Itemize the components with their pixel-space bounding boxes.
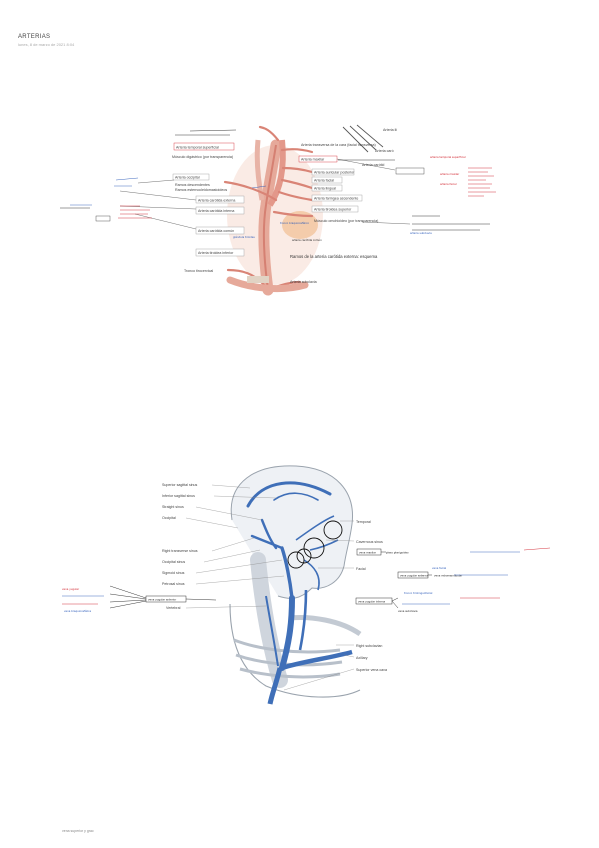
label-descending: Ramos descendentes — [175, 183, 210, 187]
label-straight-sinus: Straight sinus — [162, 505, 184, 509]
hand-note-thyrolinguofacial: tronco tirolinguofacial — [404, 591, 433, 595]
note-internal-jugular: vena yugular interna — [358, 600, 386, 604]
label-lingual: Arteria lingual — [314, 187, 336, 191]
clavicle — [289, 615, 362, 637]
right-vein-leaders — [283, 520, 355, 691]
label-axillary: Axillary — [356, 656, 368, 660]
vein-labels-right: Temporal Cavernous sinus Facial Right su… — [356, 520, 387, 672]
label-facial: Facial — [356, 567, 366, 571]
label-superior-vena-cava: Superior vena cava — [356, 668, 387, 672]
hand-note-subclavian: arteria subclavia — [410, 231, 432, 235]
hand-drawn-circles — [287, 520, 343, 569]
note-external-jugular: vena yugular externa — [400, 574, 428, 578]
label-temporal-superficial: Arteria temporal superficial — [176, 146, 219, 150]
label-occipital: Arteria occipital — [175, 176, 200, 180]
page-header: ARTERIAS lunes, 8 de marzo de 2021 8:04 — [18, 34, 74, 47]
vein-labels-left: Superior sagittal sinus Inferior sagitta… — [162, 483, 198, 610]
caption-line: Ramos de la arteria carótida externa: es… — [290, 254, 378, 259]
dural-sinuses — [246, 481, 332, 600]
label-inf-sagittal: Inferior sagittal sinus — [162, 494, 195, 498]
carotid-shading — [262, 144, 277, 291]
label-temporal: Temporal — [356, 520, 371, 524]
vertebral-vein — [265, 595, 279, 667]
hand-note-brachiocephalic: tronco braquiocefálico — [280, 221, 309, 225]
label-thyrocervical: Tronco tirocervical — [184, 269, 213, 273]
hand-note-retromandibular: vena retromandibular — [434, 574, 463, 578]
label-digastric: Músculo digástrico (por transparencia) — [172, 155, 233, 159]
hand-note-facial: arteria facial — [440, 182, 457, 186]
left-label-boxes — [172, 142, 245, 257]
top-label-2: Arteria caró — [375, 149, 394, 153]
label-petrosal: Petrosal sinus — [162, 582, 185, 586]
cervical-spine — [250, 552, 288, 688]
label-common-carotid: Arteria carótida común — [198, 229, 234, 233]
right-note-box — [395, 167, 425, 175]
label-right-subclavian: Right subclavian — [356, 644, 382, 648]
page-footer: vena superior y grac — [62, 829, 94, 833]
label-omohyoid: Músculo omohioideo (por transparencia) — [314, 219, 378, 223]
vein-blue-scribbles — [62, 551, 520, 605]
top-label-3: Arteria carótid — [362, 163, 384, 167]
vein-red-scribbles — [62, 547, 551, 605]
label-scm-branches: Ramos esternocleidomastoideos — [175, 188, 227, 192]
note-anterior-jugular: vena yugular anterior — [148, 598, 177, 602]
label-occipital: Occipital — [162, 516, 176, 520]
hand-note-thyroid: glándula tiroides — [233, 235, 255, 239]
hand-note-subclavian-vein: vena subclavia — [398, 609, 418, 613]
page-title: ARTERIAS — [18, 34, 51, 40]
label-internal-carotid: Arteria carótida interna — [198, 209, 234, 213]
label-occipital-sinus: Occipital sinus — [162, 560, 185, 564]
internal-jugular-vein — [279, 595, 295, 671]
left-note-box — [95, 215, 111, 222]
clavicle-block — [247, 276, 269, 283]
subclavian-artery — [226, 276, 309, 293]
vein-note-arrows — [109, 551, 432, 609]
label-maxillary: Arteria maxilar — [301, 158, 325, 162]
label-posterior-auricular: Arteria auricular posterior — [314, 171, 355, 175]
left-leader-lines — [119, 158, 411, 230]
tissue-bg — [227, 145, 323, 285]
external-jugular-vein — [298, 589, 308, 651]
label-ascending-pharyngeal: Arteria faríngea ascendente — [314, 197, 358, 201]
hand-note-temporal: arteria temporal superficial — [430, 155, 466, 159]
superior-vena-cava — [267, 667, 283, 705]
label-inferior-thyroid: Arteria tiroidea inferior — [198, 251, 234, 255]
label-sigmoid: Sigmoid sinus — [162, 571, 185, 575]
external-carotid-artery — [267, 139, 286, 207]
page-date: lunes, 8 de marzo de 2021 8:04 — [18, 42, 75, 47]
shoulder-outline — [229, 603, 361, 698]
facial-veins — [295, 515, 339, 591]
hand-note-pterygoid: plexo pterigoideo — [386, 551, 409, 555]
hand-note-brachiocephalic-vein: vena braquiocefálica — [64, 609, 91, 613]
label-cavernous: Cavernous sinus — [356, 540, 383, 544]
subclavian-vein — [281, 649, 353, 671]
hand-note-common-carotid: arteria carótida común — [292, 238, 322, 242]
right-label-boxes — [298, 155, 363, 213]
label-facial: Arteria facial — [314, 179, 334, 183]
black-scribbles — [60, 129, 490, 231]
left-vein-leaders — [185, 484, 285, 609]
hand-note-jugular-red: vena yugular — [62, 587, 80, 591]
top-vessel-lines — [342, 124, 384, 153]
label-vertebral: Vertebral — [166, 606, 181, 610]
skull-outline — [230, 465, 353, 599]
top-label-1: Arteria ilí — [383, 128, 397, 132]
hand-note-maxillary: arteria maxilar — [440, 172, 460, 176]
label-right-transverse: Right transverse sinus — [162, 549, 198, 553]
hand-note-facial-vein: vena facial — [432, 566, 446, 570]
label-subclavian: Arteria subclavia — [290, 280, 317, 284]
label-transverse-facial: Arteria transversa de la cara (facial tr… — [301, 143, 376, 147]
internal-carotid-artery — [254, 139, 265, 201]
label-external-carotid: Arteria carótida externa — [198, 199, 235, 203]
label-sup-sagittal: Superior sagittal sinus — [162, 483, 198, 487]
blue-scribbles — [70, 177, 267, 206]
muscle-patch — [282, 211, 318, 239]
label-superior-thyroid: Arteria tiroidea superior — [314, 208, 352, 212]
note-maxillary-vein: vena maxilar — [359, 551, 377, 555]
red-scribbles — [118, 167, 496, 219]
